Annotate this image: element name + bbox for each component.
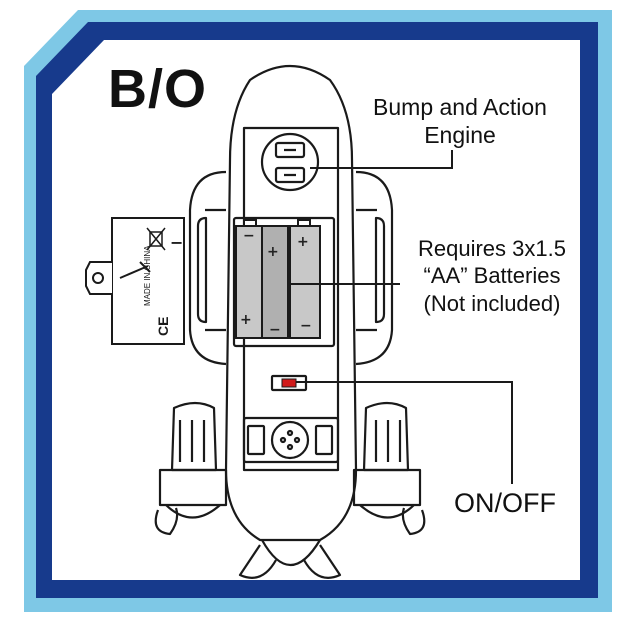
arm-right: [355, 170, 394, 366]
battery-mark-2: +: [267, 244, 279, 260]
speaker-module: [242, 416, 340, 464]
battery-mark-4: +: [240, 312, 252, 328]
screwdriver-icon: [119, 261, 151, 279]
screw-tab: [85, 261, 112, 295]
engine-leader-line: [310, 150, 453, 169]
battery-compartment: [232, 216, 336, 348]
battery-contact-left: [243, 219, 257, 227]
toy-body-inner: [242, 126, 340, 472]
pod-left: [154, 401, 228, 536]
made-in-china-text: MADE IN CHINA: [143, 245, 152, 306]
pod-right: [352, 401, 426, 536]
switch-callout: ON/OFF: [454, 488, 556, 518]
battery-door: − MADE IN CHINA CE: [85, 217, 185, 345]
page-title: B/O: [108, 59, 208, 119]
battery-contact-right: [297, 219, 311, 227]
nose-cone: [261, 539, 321, 567]
battery-cell-left: [235, 225, 263, 339]
engine-callout-line1: Bump and Action: [373, 94, 547, 120]
engine-housing: [260, 132, 320, 192]
engine-callout-line2: Engine: [424, 122, 496, 148]
battery-polarity-marks: − + + + − −: [240, 228, 312, 338]
arm-left-2: [196, 208, 226, 332]
leader-lines: [290, 150, 513, 484]
toy-outline: [154, 64, 426, 579]
batteries: [235, 219, 321, 339]
switch-slider: [281, 378, 297, 388]
battery-mark-6: −: [300, 318, 312, 334]
nose-fin-left: [238, 544, 277, 579]
battery-callout-line2: “AA” Batteries: [423, 263, 561, 288]
screw-hole: [92, 272, 104, 284]
plate-dash: −: [170, 233, 183, 252]
battery-cell-middle: [261, 225, 289, 339]
arm-right-2: [356, 208, 386, 332]
battery-mark-1: −: [243, 228, 255, 244]
ce-mark: CE: [155, 317, 171, 336]
battery-callout-line3: (Not included): [423, 291, 561, 316]
battery-mark-3: +: [297, 234, 309, 250]
frame: [24, 10, 612, 612]
battery-callout-line1: Requires 3x1.5: [418, 236, 566, 261]
arm-left: [188, 170, 227, 366]
battery-mark-5: −: [269, 322, 281, 338]
recycle-bin-icon: [146, 227, 166, 251]
switch-leader-line: [296, 381, 513, 484]
toy-body: [224, 64, 358, 542]
nose-fin-right: [303, 544, 342, 579]
